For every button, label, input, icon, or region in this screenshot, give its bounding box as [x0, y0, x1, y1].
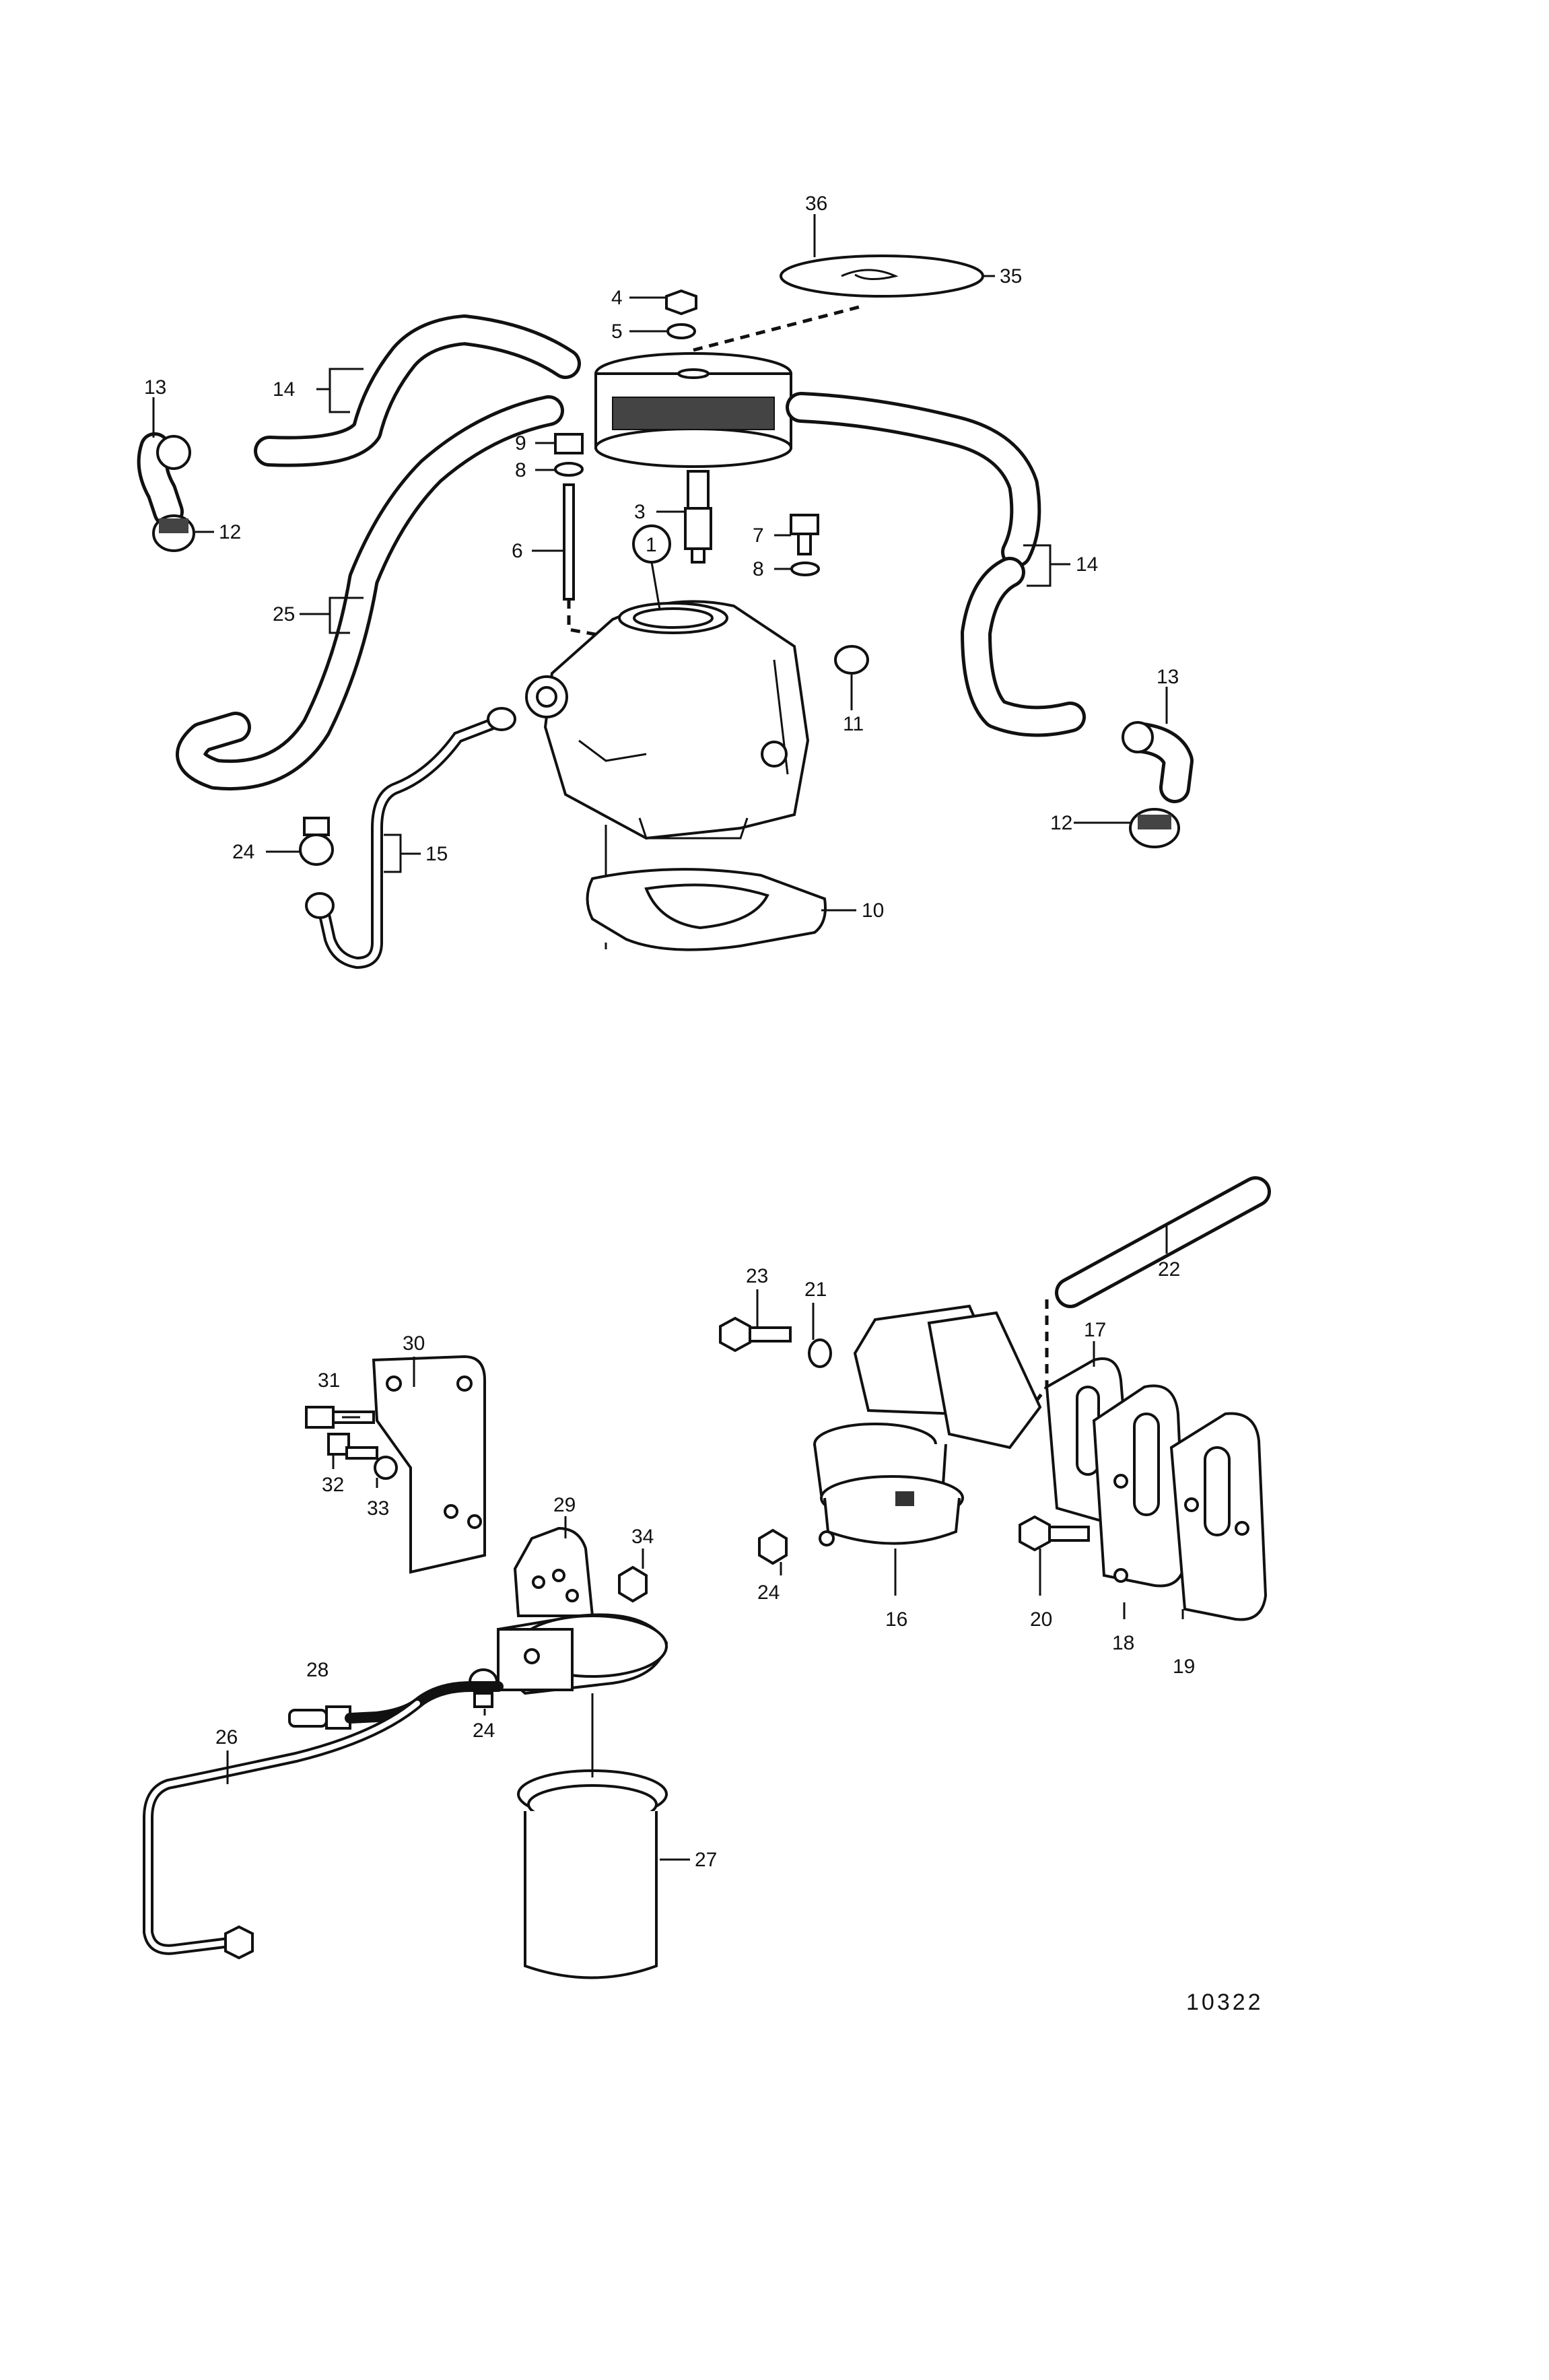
callout-28: 28	[306, 1659, 329, 1681]
fuel-line	[305, 707, 516, 970]
callout-19: 19	[1173, 1656, 1195, 1678]
callout-14-right: 14	[1076, 553, 1098, 576]
adapter-stud	[684, 470, 712, 564]
callout-20: 20	[1030, 1608, 1052, 1631]
air-cleaner-nut	[665, 289, 697, 316]
left-plug	[152, 514, 195, 552]
right-elbow	[1122, 721, 1194, 803]
callout-24-top: 24	[232, 841, 254, 863]
callout-31: 31	[318, 1369, 340, 1392]
stud-nut	[554, 433, 584, 454]
callout-7: 7	[753, 524, 764, 547]
part-1-leader	[650, 562, 661, 610]
callout-15: 15	[425, 843, 448, 865]
fuel-pump	[813, 1304, 1042, 1545]
air-cleaner-cover	[780, 254, 984, 298]
bracket-bolt-upper	[305, 1406, 375, 1429]
callout-11: 11	[843, 713, 864, 735]
callout-3: 3	[634, 501, 646, 523]
callout-9: 9	[515, 432, 526, 454]
fuel-union-nut	[299, 817, 334, 866]
leader-lines	[152, 214, 1184, 1861]
bracket-bolt-lower	[327, 1433, 378, 1460]
cover-leader-dash	[693, 304, 862, 352]
callout-4: 4	[611, 287, 623, 309]
callout-24-filter: 24	[473, 1720, 495, 1742]
callout-30: 30	[403, 1332, 425, 1355]
callout-35: 35	[1000, 265, 1022, 287]
callout-33: 33	[367, 1497, 389, 1520]
mounting-bracket	[372, 1355, 486, 1574]
right-plug	[1129, 808, 1180, 848]
upper-right-hose	[786, 392, 1041, 568]
filter-bracket	[513, 1526, 594, 1617]
callout-23: 23	[746, 1265, 768, 1287]
callout-13-left: 13	[144, 376, 166, 399]
hose-nipple	[288, 1705, 351, 1730]
carburettor-body	[543, 600, 810, 840]
upper-left-hose	[254, 314, 581, 467]
callout-16: 16	[885, 1608, 907, 1631]
filter-bowl	[517, 1769, 668, 1979]
callout-26: 26	[215, 1726, 238, 1748]
callout-34: 34	[631, 1526, 654, 1548]
carburettor-plug	[834, 645, 869, 675]
insulating-flange	[1092, 1384, 1187, 1588]
screw	[790, 514, 819, 555]
callout-18: 18	[1112, 1632, 1134, 1654]
callout-14-left: 14	[273, 378, 295, 401]
callout-29: 29	[553, 1494, 576, 1516]
pump-bolt	[719, 1316, 792, 1353]
diagram-reference-number: 10322	[1186, 1990, 1264, 2015]
callout-21: 21	[804, 1279, 827, 1301]
callout-12-right: 12	[1050, 812, 1072, 834]
callout-1: 1	[646, 534, 657, 556]
callout-6: 6	[512, 540, 523, 562]
left-elbow	[137, 432, 191, 527]
fuel-pipe	[143, 1681, 504, 1960]
callout-8-right: 8	[753, 558, 764, 580]
callout-24-pump: 24	[757, 1582, 780, 1604]
callout-5: 5	[611, 320, 623, 343]
callout-27: 27	[695, 1849, 717, 1871]
callout-36: 36	[805, 193, 827, 215]
air-cleaner-housing	[594, 352, 792, 468]
air-cleaner-washer	[666, 323, 696, 339]
callout-8-left: 8	[515, 459, 526, 481]
long-left-hose	[176, 395, 564, 791]
stud-leader-dash	[567, 599, 607, 638]
carburettor-gasket	[586, 868, 827, 951]
callout-10: 10	[862, 899, 884, 922]
carburettor-inlet-fitting	[525, 675, 568, 718]
screw-washer	[790, 562, 820, 576]
callout-13-right: 13	[1157, 666, 1179, 688]
callout-32: 32	[322, 1474, 344, 1496]
callout-labels: 36 35 4 5 13 14 12 9 8 3 7 8 6 1 14 25 1…	[144, 193, 1195, 1871]
filter-bracket-nut	[618, 1565, 648, 1603]
lower-right-hose	[961, 557, 1086, 737]
callout-12-left: 12	[219, 521, 241, 543]
outer-gasket	[1169, 1412, 1268, 1621]
pump-lock-washer	[808, 1338, 832, 1368]
pushrod	[1055, 1176, 1271, 1308]
stud	[563, 483, 575, 601]
callout-25: 25	[273, 603, 295, 625]
callout-17: 17	[1084, 1319, 1106, 1341]
filter-head	[497, 1613, 668, 1695]
bracket-nut	[374, 1456, 398, 1480]
stud-washer	[554, 462, 584, 477]
flange-bolt	[1019, 1515, 1090, 1552]
pump-union	[758, 1528, 835, 1565]
callout-22: 22	[1158, 1258, 1180, 1281]
